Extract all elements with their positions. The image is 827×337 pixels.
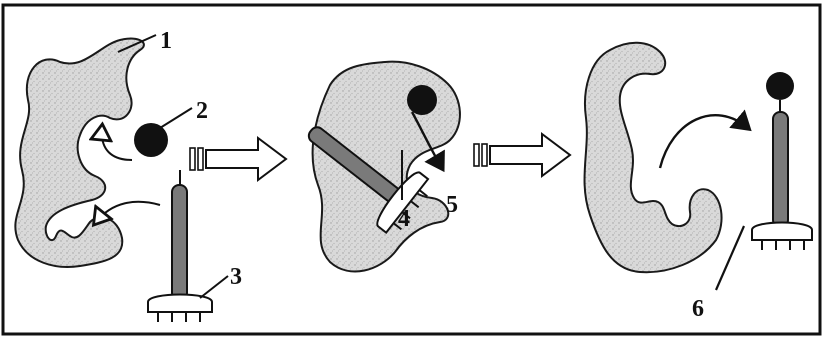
label-5: 5	[446, 192, 458, 218]
signal-molecule-released	[766, 72, 794, 100]
label-2: 2	[196, 98, 208, 124]
label-4: 4	[398, 206, 410, 232]
signal-molecule-bound	[407, 85, 437, 115]
stalk-molecule-stem	[172, 185, 187, 300]
stalk-base-released	[752, 223, 812, 241]
signal-molecule-ball	[134, 123, 168, 157]
label-6: 6	[692, 296, 704, 322]
label-3: 3	[230, 264, 242, 290]
stalk-molecule-released	[773, 112, 788, 227]
label-1: 1	[160, 28, 172, 54]
